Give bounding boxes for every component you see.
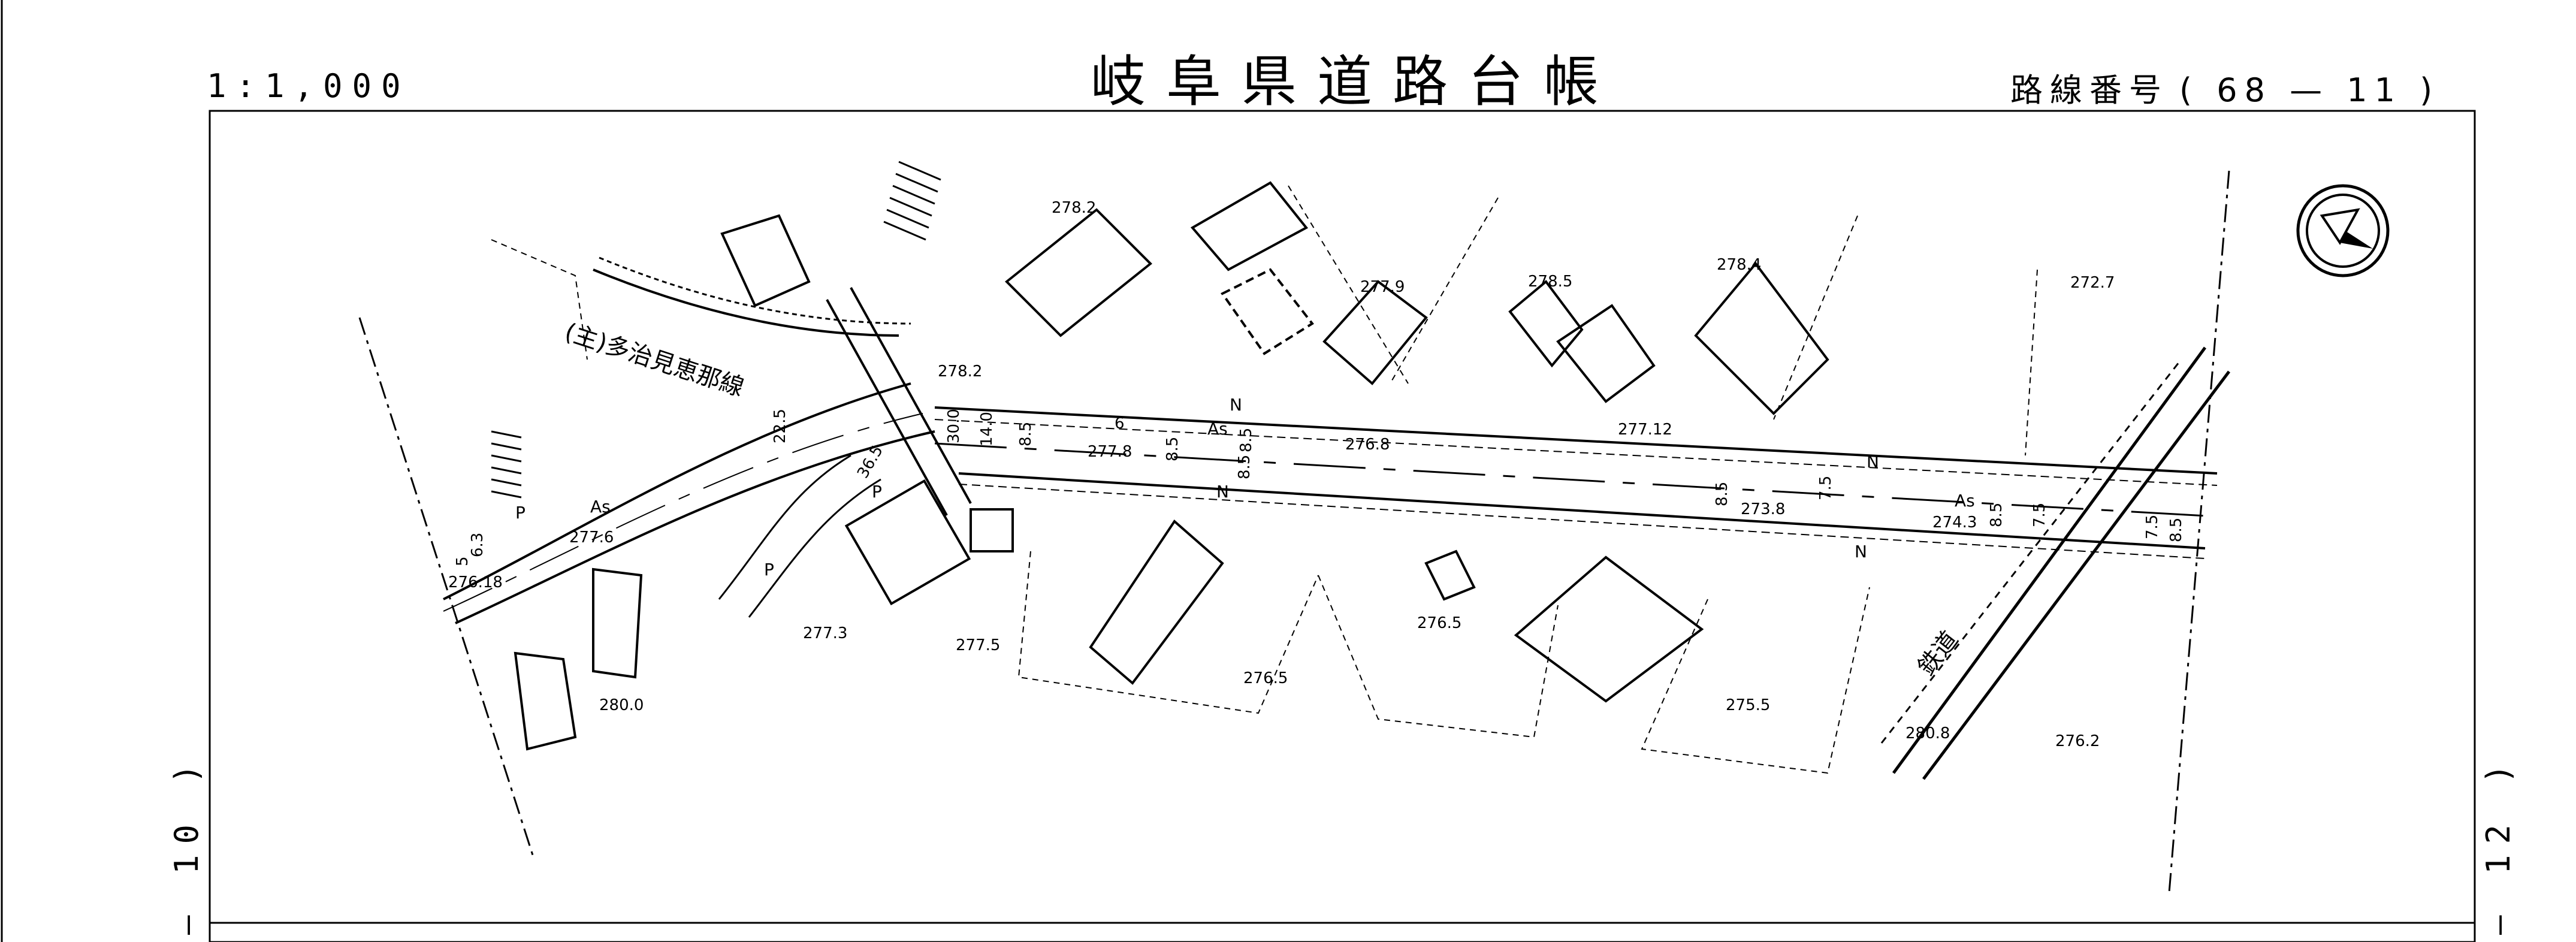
road-marks: As As As N N N N P P P <box>515 395 1975 579</box>
parcel-boundaries <box>491 185 2038 774</box>
dimension-label: 7.5 <box>2143 515 2161 539</box>
elevation-label: 276.5 <box>1417 614 1461 632</box>
dimension-label: 30.0 <box>945 409 963 443</box>
building <box>1322 280 1428 385</box>
pavement-mark: As <box>1207 419 1228 439</box>
elevation-label: 272.7 <box>2070 274 2115 292</box>
elevation-label: 278.2 <box>1052 199 1096 217</box>
elevation-label: 278.5 <box>1528 273 1572 291</box>
route-number-value: ( 68 — 11 ) <box>2179 71 2440 109</box>
map-frame <box>209 110 2476 942</box>
page-title: 岐阜県道路台帳 <box>1091 50 1620 114</box>
boundary-line <box>2168 170 2230 893</box>
route-number-label: 路線番号 <box>2010 71 2169 109</box>
elevation-label: 276.18 <box>448 573 503 591</box>
elevation-label: 277.6 <box>569 529 614 547</box>
elevation-label: 278.4 <box>1717 256 1761 274</box>
building <box>592 567 643 679</box>
elevation-label: 276.5 <box>1243 669 1288 687</box>
dimension-label: 7.5 <box>1817 476 1835 500</box>
north-mark: N <box>1230 395 1242 415</box>
dimension-label: 5 <box>454 556 472 566</box>
building <box>1508 280 1584 368</box>
dimension-label: 8.5 <box>1713 482 1731 506</box>
pole-mark: P <box>764 560 774 579</box>
building <box>1556 304 1656 403</box>
building <box>1694 261 1829 415</box>
north-mark: N <box>1216 482 1229 502</box>
dimension-label: 6 <box>1115 415 1125 433</box>
pole-mark: P <box>872 482 882 502</box>
stairs <box>491 161 941 499</box>
dimension-label: 6.3 <box>469 533 487 557</box>
dimension-label: 8.5 <box>1237 428 1255 452</box>
main-road <box>934 406 2218 559</box>
dimension-label: 8.5 <box>1017 422 1035 446</box>
elevation-label: 280.8 <box>1905 724 1950 742</box>
elevation-label: 274.3 <box>1932 514 1977 532</box>
dimension-label: 7.5 <box>2031 503 2049 527</box>
railway <box>1880 346 2230 780</box>
building <box>1005 208 1152 337</box>
route-number-block: 路線番号 ( 68 — 11 ) <box>2010 64 2439 111</box>
elevation-label: 275.5 <box>1726 696 1770 714</box>
elevation-label: 278.2 <box>938 363 982 381</box>
building <box>1089 519 1224 685</box>
elevation-label: 277.8 <box>1088 443 1132 461</box>
building <box>970 508 1014 552</box>
elevation-label: 273.8 <box>1741 500 1785 518</box>
elevation-label: 277.9 <box>1360 278 1405 296</box>
elevation-label: 277.3 <box>803 624 847 642</box>
west-road <box>443 256 935 624</box>
pavement-mark: As <box>1955 491 1975 511</box>
dimension-label: 8.5 <box>1164 437 1182 461</box>
elevation-label: 276.8 <box>1345 436 1390 454</box>
building <box>514 651 577 751</box>
dimension-label: 8.5 <box>2167 518 2185 542</box>
elevation-label: 277.12 <box>1618 421 1672 439</box>
dimension-label: 22.5 <box>771 409 789 443</box>
boundary-line <box>358 317 534 858</box>
rail-label: 鉄道 <box>1913 626 1964 681</box>
north-mark: N <box>1855 542 1867 561</box>
elevation-label: 280.0 <box>599 696 644 714</box>
building <box>1190 181 1309 271</box>
building <box>1424 550 1476 601</box>
dimension-label: 14.0 <box>978 412 996 446</box>
dimension-label: 8.5 <box>1236 455 1254 479</box>
dimension-label: 8.5 <box>1988 503 2006 527</box>
pole-mark: P <box>515 503 526 523</box>
road-name-label: (主)多治見恵那線 <box>561 318 747 402</box>
buildings <box>514 181 1829 751</box>
building <box>720 214 811 307</box>
pavement-mark: As <box>590 497 611 517</box>
north-arrow-icon <box>2296 184 2390 277</box>
north-mark: N <box>1867 452 1879 472</box>
building <box>1221 268 1314 355</box>
elevation-label: 277.5 <box>956 636 1000 654</box>
elevation-labels: 278.2 277.9 278.5 278.4 272.7 278.2 277.… <box>448 199 2115 750</box>
elevation-label: 276.2 <box>2055 732 2100 750</box>
dimension-labels: 22.5 36.5 30.0 14.0 8.5 6 8.5 8.5 8.5 8.… <box>454 409 2185 566</box>
dimension-label: 36.5 <box>854 442 887 481</box>
bridge-structure <box>826 287 972 606</box>
building <box>1514 555 1704 703</box>
map-scale: 1:1,000 <box>207 67 410 105</box>
